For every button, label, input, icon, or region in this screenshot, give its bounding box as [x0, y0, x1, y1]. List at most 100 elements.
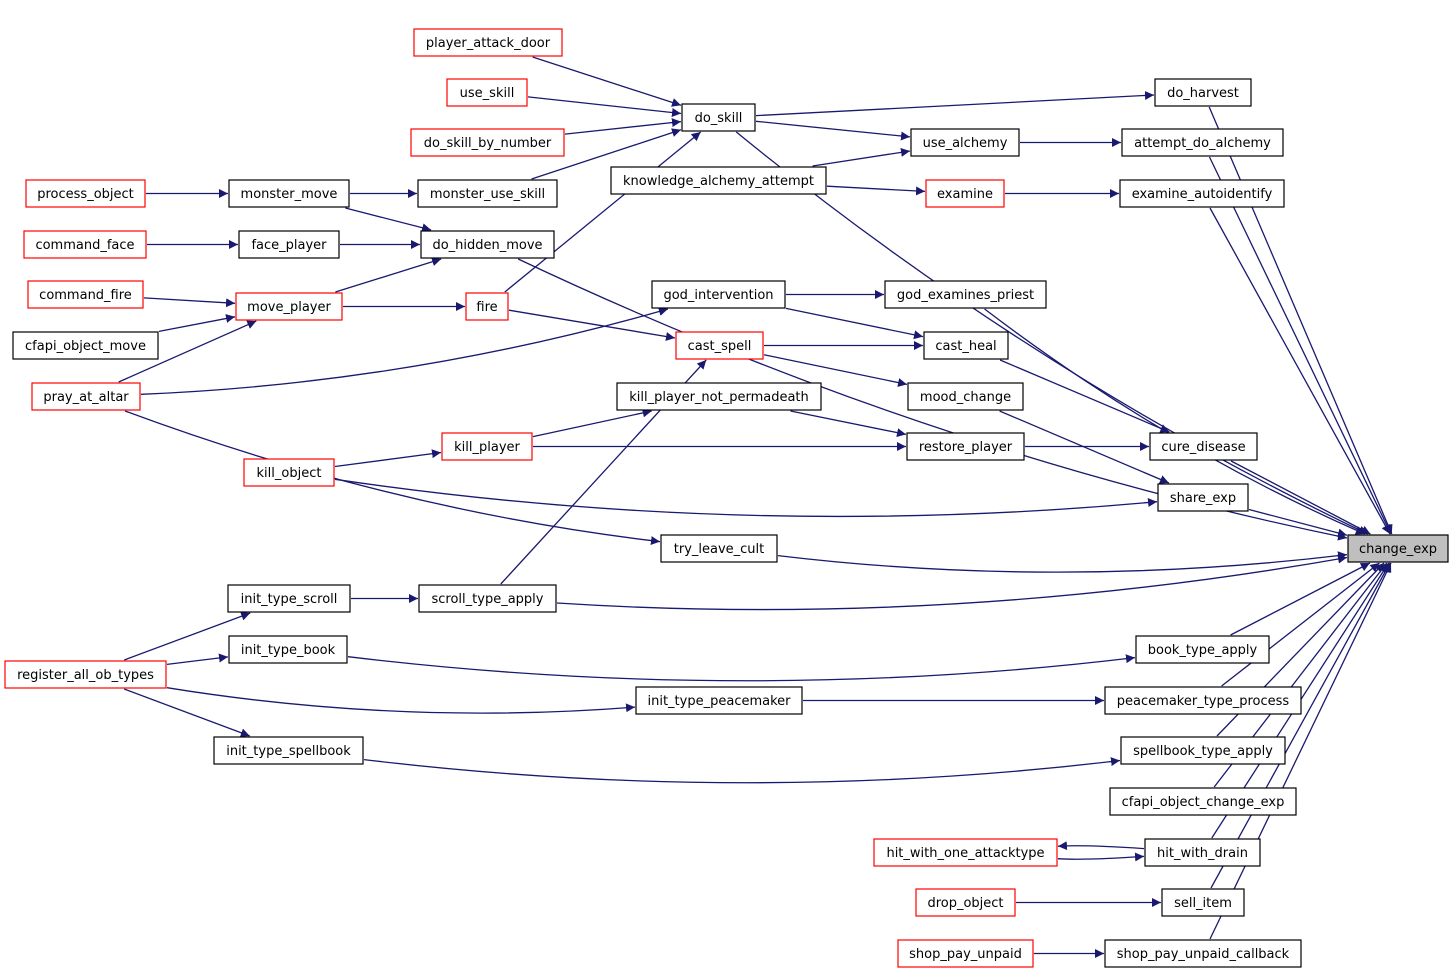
node-pray_at_altar[interactable]: pray_at_altar: [31, 382, 141, 411]
node-share_exp[interactable]: share_exp: [1157, 483, 1249, 512]
node-init_type_book[interactable]: init_type_book: [228, 635, 348, 664]
node-peacemaker_type_process[interactable]: peacemaker_type_process: [1104, 686, 1302, 715]
edge-scroll_type_apply-to-change_exp: [556, 554, 1348, 611]
node-label: kill_player_not_permadeath: [629, 390, 809, 405]
node-god_examines_priest[interactable]: god_examines_priest: [884, 280, 1047, 309]
node-cure_disease[interactable]: cure_disease: [1149, 432, 1258, 461]
node-try_leave_cult[interactable]: try_leave_cult: [660, 534, 778, 563]
node-use_skill[interactable]: use_skill: [446, 78, 528, 107]
edge-kill_player-to-kill_player_not_permadeath: [532, 408, 652, 438]
node-box: [635, 686, 803, 715]
node-kill_player_not_permadeath[interactable]: kill_player_not_permadeath: [616, 382, 822, 411]
node-command_fire[interactable]: command_fire: [27, 280, 144, 309]
node-hit_with_one_attacktype[interactable]: hit_with_one_attacktype: [873, 838, 1058, 867]
node-spellbook_type_apply[interactable]: spellbook_type_apply: [1120, 736, 1286, 765]
node-monster_use_skill[interactable]: monster_use_skill: [417, 179, 558, 208]
node-label: book_type_apply: [1148, 643, 1258, 658]
node-register_all_ob_types[interactable]: register_all_ob_types: [4, 660, 167, 689]
node-box: [446, 78, 528, 107]
node-player_attack_door[interactable]: player_attack_door: [413, 28, 563, 57]
node-box: [243, 458, 335, 487]
node-label: restore_player: [919, 440, 1013, 455]
node-cfapi_object_change_exp[interactable]: cfapi_object_change_exp: [1109, 787, 1297, 816]
node-box: [907, 382, 1024, 411]
edge-monster_move-to-do_hidden_move: [345, 207, 432, 233]
node-label: init_type_spellbook: [226, 744, 351, 759]
node-kill_player[interactable]: kill_player: [441, 432, 533, 461]
node-kill_object[interactable]: kill_object: [243, 458, 335, 487]
node-box: [915, 888, 1016, 917]
edge-book_type_apply-to-change_exp: [1230, 562, 1371, 636]
node-cast_spell[interactable]: cast_spell: [675, 331, 764, 360]
edge-pray_at_altar-to-move_player: [118, 320, 257, 383]
node-restore_player[interactable]: restore_player: [906, 432, 1025, 461]
node-examine[interactable]: examine: [925, 179, 1005, 208]
node-init_type_spellbook[interactable]: init_type_spellbook: [213, 736, 364, 765]
node-init_type_peacemaker[interactable]: init_type_peacemaker: [635, 686, 803, 715]
node-box: [1144, 838, 1261, 867]
node-knowledge_alchemy_attempt[interactable]: knowledge_alchemy_attempt: [610, 166, 827, 195]
node-label: examine: [937, 187, 993, 202]
node-box: [873, 838, 1058, 867]
node-shop_pay_unpaid[interactable]: shop_pay_unpaid: [897, 939, 1034, 968]
node-label: init_type_scroll: [241, 592, 338, 607]
node-hit_with_drain[interactable]: hit_with_drain: [1144, 838, 1261, 867]
node-label: share_exp: [1170, 491, 1236, 506]
edge-do_skill-to-use_alchemy: [755, 120, 911, 141]
node-box: [1154, 78, 1252, 107]
node-attempt_do_alchemy[interactable]: attempt_do_alchemy: [1121, 128, 1284, 157]
node-do_hidden_move[interactable]: do_hidden_move: [420, 230, 555, 259]
edge-knowledge_alchemy_attempt-to-use_alchemy: [812, 147, 911, 167]
node-box: [228, 179, 350, 208]
node-monster_move[interactable]: monster_move: [228, 179, 350, 208]
edge-use_skill-to-do_skill: [527, 96, 682, 118]
edge-do_skill-to-change_exp: [735, 131, 1368, 535]
edge-register_all_ob_types-to-init_type_peacemaker: [166, 687, 636, 714]
node-use_alchemy[interactable]: use_alchemy: [910, 128, 1020, 157]
node-label: shop_pay_unpaid_callback: [1117, 947, 1290, 962]
node-label: face_player: [251, 238, 327, 253]
edge-god_intervention-to-cast_heal: [785, 307, 924, 340]
edge-share_exp-to-change_exp: [1248, 508, 1348, 538]
node-box: [923, 331, 1009, 360]
node-label: command_fire: [39, 288, 132, 303]
nodes-layer: change_expplayer_attack_dooruse_skilldo_…: [4, 28, 1449, 968]
node-do_harvest[interactable]: do_harvest: [1154, 78, 1252, 107]
node-box: [1121, 128, 1284, 157]
node-label: kill_player: [454, 440, 520, 455]
node-label: cfapi_object_move: [25, 339, 146, 354]
node-do_skill[interactable]: do_skill: [681, 103, 756, 132]
node-god_intervention[interactable]: god_intervention: [651, 280, 786, 309]
node-label: do_hidden_move: [432, 238, 542, 253]
node-label: do_skill_by_number: [424, 136, 552, 151]
node-label: init_type_peacemaker: [648, 694, 792, 709]
edge-register_all_ob_types-to-init_type_scroll: [124, 611, 251, 661]
node-box: [925, 179, 1005, 208]
node-drop_object[interactable]: drop_object: [915, 888, 1016, 917]
node-label: command_face: [35, 238, 134, 253]
node-examine_autoidentify[interactable]: examine_autoidentify: [1119, 179, 1285, 208]
edge-sell_item-to-change_exp: [1210, 562, 1391, 889]
edge-cast_heal-to-cure_disease: [999, 359, 1170, 433]
node-label: cure_disease: [1161, 440, 1245, 455]
edge-attempt_do_alchemy-to-change_exp: [1208, 156, 1392, 535]
node-mood_change[interactable]: mood_change: [907, 382, 1024, 411]
edge-pray_at_altar-to-god_intervention: [140, 307, 669, 395]
node-init_type_scroll[interactable]: init_type_scroll: [227, 584, 351, 613]
node-cast_heal[interactable]: cast_heal: [923, 331, 1009, 360]
node-scroll_type_apply[interactable]: scroll_type_apply: [418, 584, 557, 613]
node-label: peacemaker_type_process: [1117, 694, 1290, 709]
edge-examine_autoidentify-to-change_exp: [1209, 207, 1391, 535]
node-process_object[interactable]: process_object: [25, 179, 146, 208]
edge-move_player-to-do_hidden_move: [335, 257, 442, 293]
node-face_player[interactable]: face_player: [238, 230, 340, 259]
node-cfapi_object_move[interactable]: cfapi_object_move: [12, 331, 159, 360]
node-fire[interactable]: fire: [465, 292, 509, 321]
node-do_skill_by_number[interactable]: do_skill_by_number: [410, 128, 565, 157]
node-book_type_apply[interactable]: book_type_apply: [1135, 635, 1270, 664]
node-sell_item[interactable]: sell_item: [1161, 888, 1245, 917]
node-shop_pay_unpaid_callback[interactable]: shop_pay_unpaid_callback: [1104, 939, 1302, 968]
node-command_face[interactable]: command_face: [23, 230, 147, 259]
node-move_player[interactable]: move_player: [235, 292, 343, 321]
node-box: [1104, 939, 1302, 968]
